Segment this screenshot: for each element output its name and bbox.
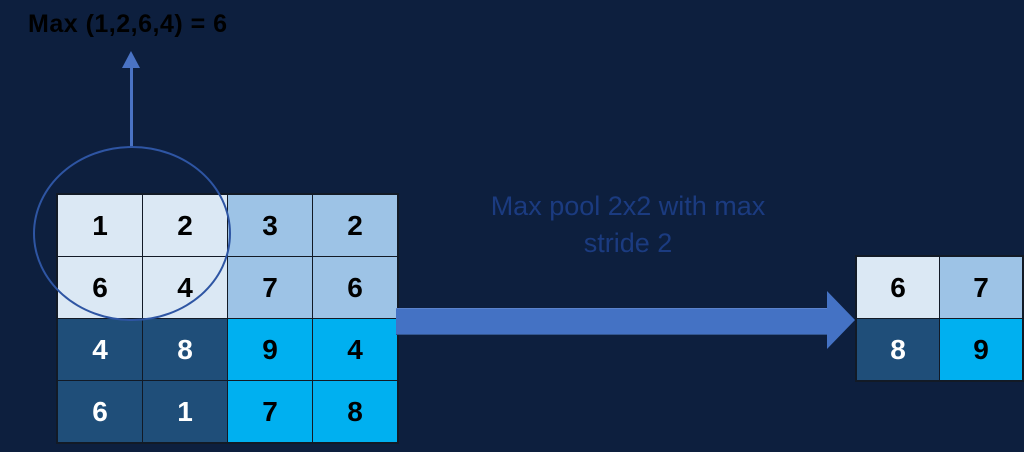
up-arrow-shaft — [130, 66, 133, 148]
matrix-cell: 2 — [313, 195, 397, 256]
matrix-cell: 3 — [228, 195, 312, 256]
matrix-cell: 6 — [58, 381, 142, 442]
right-arrow-icon — [827, 291, 855, 349]
matrix-cell: 7 — [228, 257, 312, 318]
matrix-cell: 1 — [143, 381, 227, 442]
matrix-cell: 9 — [228, 319, 312, 380]
matrix-cell: 9 — [940, 319, 1022, 380]
matrix-cell: 6 — [313, 257, 397, 318]
operation-label-line2: stride 2 — [583, 228, 673, 258]
matrix-cell: 8 — [313, 381, 397, 442]
matrix-cell: 4 — [58, 319, 142, 380]
operation-label-line1: Max pool 2x2 with max — [490, 191, 766, 221]
operation-label: Max pool 2x2 with max stride 2 — [428, 188, 828, 262]
max-annotation-label: Max (1,2,6,4) = 6 — [28, 10, 228, 38]
right-arrow-shaft — [396, 308, 827, 335]
matrix-cell: 4 — [313, 319, 397, 380]
matrix-cell: 6 — [857, 257, 939, 318]
matrix-cell: 8 — [857, 319, 939, 380]
up-arrow-icon — [122, 51, 140, 68]
pooling-window-ellipse — [33, 146, 231, 321]
matrix-cell: 8 — [143, 319, 227, 380]
matrix-cell: 7 — [228, 381, 312, 442]
matrix-cell: 7 — [940, 257, 1022, 318]
